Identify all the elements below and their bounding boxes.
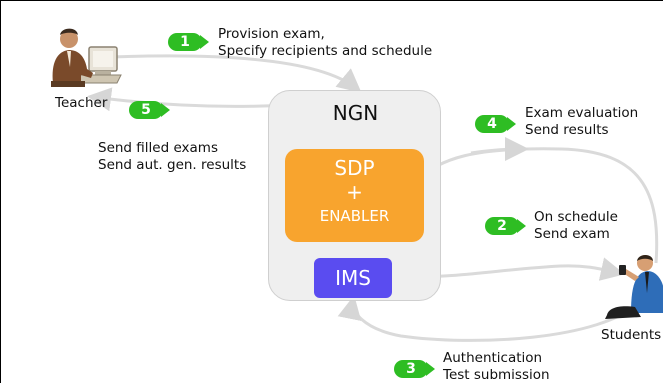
step-1-line2: Specify recipients and schedule xyxy=(218,43,433,59)
step-4-line2: Send results xyxy=(525,122,609,138)
step-2-badge: 2 xyxy=(485,217,526,235)
step-3-line2: Test submission xyxy=(443,367,550,383)
sdp-label: SDP xyxy=(334,156,375,180)
arrow-step-2 xyxy=(391,257,625,281)
sdp-enabler-box: SDP + ENABLER xyxy=(285,149,424,242)
enabler-label: ENABLER xyxy=(319,207,390,225)
step-4-badge: 4 xyxy=(475,115,516,133)
step-5-line2: Send aut. gen. results xyxy=(98,157,247,173)
ngn-label: NGN xyxy=(332,101,379,125)
step-1-badge: 1 xyxy=(168,33,209,51)
step-1-line1: Provision exam, xyxy=(218,26,325,42)
step-3-badge: 3 xyxy=(394,360,435,378)
step-2-line1: On schedule xyxy=(534,209,618,225)
step-5-badge: 5 xyxy=(129,101,170,119)
step-2-line2: Send exam xyxy=(534,226,610,242)
ims-box: IMS xyxy=(314,258,392,298)
student-with-phone-icon xyxy=(605,255,663,319)
students-label: Students xyxy=(601,327,662,343)
step-5-line1: Send filled exams xyxy=(98,140,218,156)
teacher-at-computer-icon xyxy=(51,28,122,87)
plus-label: + xyxy=(346,180,363,204)
arrow-step-4 xyxy=(417,147,659,264)
step-4-line1: Exam evaluation xyxy=(525,105,639,121)
step-3-line1: Authentication xyxy=(443,350,543,366)
ims-label: IMS xyxy=(335,266,371,290)
teacher-label: Teacher xyxy=(55,95,108,111)
arrow-step-3 xyxy=(337,295,643,342)
arrow-step-4-head xyxy=(470,137,529,162)
arrow-step-1 xyxy=(110,54,362,93)
